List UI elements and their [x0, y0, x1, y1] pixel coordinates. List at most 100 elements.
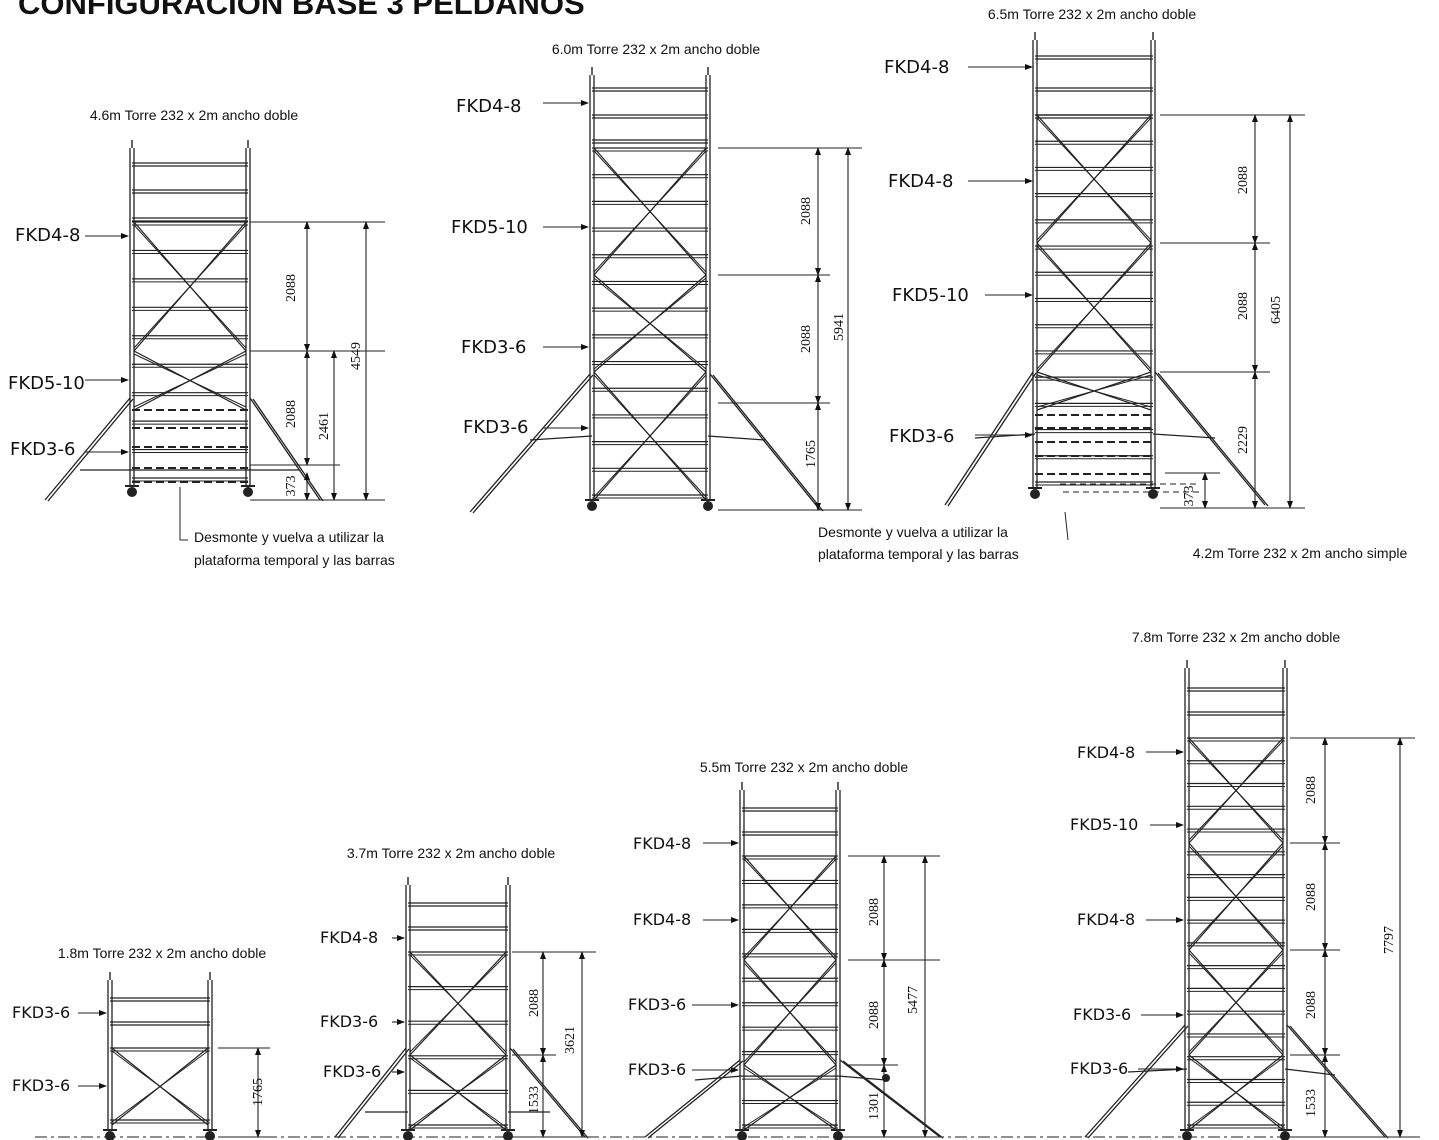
dimension-value: 1533	[1304, 1089, 1319, 1117]
part-label: FKD4-8	[888, 171, 953, 192]
stabiliser	[1286, 1024, 1386, 1138]
diagonal-brace	[593, 374, 707, 498]
diagonal-brace	[409, 954, 507, 1053]
dimension-value: 4549	[349, 342, 364, 370]
note-line: Desmonte y vuelva a utilizar la	[818, 524, 1008, 540]
part-label: FKD5-10	[451, 217, 528, 238]
stabiliser	[709, 373, 821, 511]
stabiliser-tie	[1152, 433, 1216, 439]
castor-wheel	[127, 487, 137, 497]
note-line: Desmonte y vuelva a utilizar la	[194, 529, 384, 545]
diagonal-brace	[409, 1057, 507, 1128]
part-label: FKD3-6	[323, 1062, 381, 1081]
part-label: FKD3-6	[12, 1076, 70, 1095]
stabiliser	[712, 374, 824, 512]
castor-wheel	[833, 1131, 843, 1140]
part-label: FKD4-8	[15, 225, 80, 246]
stabiliser	[509, 1047, 586, 1138]
tower-caption: 4.2m Torre 232 x 2m ancho simple	[1193, 545, 1408, 561]
dimension-value: 2088	[799, 197, 814, 225]
tower-caption: 6.5m Torre 232 x 2m ancho doble	[988, 6, 1197, 22]
castor-wheel	[243, 487, 253, 497]
part-label: FKD3-6	[10, 439, 75, 460]
note-line: plataforma temporal y las barras	[818, 546, 1019, 562]
part-label: FKD3-6	[628, 1060, 686, 1079]
dimension-value: 2461	[317, 412, 332, 440]
diagonal-brace	[743, 962, 837, 1063]
dimension-value: 6405	[1269, 296, 1284, 324]
stabiliser-tie	[837, 1075, 887, 1081]
tower-caption: 7.8m Torre 232 x 2m ancho doble	[1132, 629, 1341, 645]
part-label: FKD4-8	[884, 57, 949, 78]
diagonal-brace	[1036, 245, 1152, 370]
part-label: FKD5-10	[1070, 815, 1138, 834]
dimension-value: 2088	[1304, 991, 1319, 1019]
part-label: FKD3-6	[889, 426, 954, 447]
part-label: FKD3-6	[463, 417, 528, 438]
dimension-value: 2229	[1236, 426, 1251, 454]
stabiliser	[44, 397, 131, 501]
stabiliser	[334, 1047, 407, 1138]
stabiliser-tie	[707, 435, 766, 441]
pivot-point	[882, 1074, 890, 1082]
stabiliser	[647, 1060, 744, 1139]
tower-caption: 3.7m Torre 232 x 2m ancho doble	[347, 845, 556, 861]
diagonal-brace	[1188, 952, 1284, 1053]
dimension-value: 1533	[527, 1086, 542, 1114]
castor-wheel	[1182, 1131, 1192, 1140]
part-label: FKD3-6	[628, 995, 686, 1014]
dimension-value: 2088	[1236, 292, 1251, 320]
diagonal-brace	[1188, 845, 1284, 948]
castor-wheel	[205, 1131, 215, 1140]
tower-caption: 6.0m Torre 232 x 2m ancho doble	[552, 41, 761, 57]
diagonal-brace	[743, 1067, 837, 1128]
stabiliser	[47, 398, 134, 502]
page-title: CONFIGURACION BASE 3 PELDAÑOS	[18, 0, 585, 21]
diagonal-brace	[111, 1050, 209, 1123]
stabiliser	[1084, 1024, 1186, 1138]
tower-caption: 5.5m Torre 232 x 2m ancho doble	[700, 759, 909, 775]
tower-caption: 4.6m Torre 232 x 2m ancho doble	[90, 107, 299, 123]
dimension-value: 2088	[867, 898, 882, 926]
castor-wheel	[403, 1131, 413, 1140]
castor-wheel	[587, 501, 597, 511]
part-label: FKD4-8	[1077, 910, 1135, 929]
part-label: FKD4-8	[1077, 743, 1135, 762]
dimension-value: 2088	[1304, 776, 1319, 804]
stabiliser	[1087, 1025, 1189, 1139]
part-label: FKD3-6	[320, 1012, 378, 1031]
dimension-value: 373	[1182, 486, 1197, 507]
dimension-value: 2088	[867, 1001, 882, 1029]
castor-wheel	[105, 1131, 115, 1140]
dimension-value: 1301	[867, 1092, 882, 1120]
diagonal-brace	[593, 277, 707, 370]
castor-wheel	[503, 1131, 513, 1140]
part-label: FKD4-8	[633, 910, 691, 929]
stabiliser	[512, 1048, 589, 1139]
note-line: plataforma temporal y las barras	[194, 552, 395, 568]
castor-wheel	[1030, 489, 1040, 499]
dimension-value: 2088	[284, 400, 299, 428]
diagonal-brace	[133, 224, 247, 349]
dimension-value: 2088	[284, 274, 299, 302]
dimension-value: 373	[284, 476, 299, 497]
stabiliser	[1157, 372, 1269, 507]
tower-caption: 1.8m Torre 232 x 2m ancho doble	[58, 945, 267, 961]
dimension-value: 2088	[527, 989, 542, 1017]
dimension-value: 1765	[251, 1078, 266, 1106]
dimension-value: 2088	[1236, 166, 1251, 194]
stabiliser	[1154, 371, 1266, 506]
diagonal-brace	[1188, 1057, 1284, 1128]
dimension-value: 7797	[1382, 926, 1397, 954]
castor-wheel	[703, 501, 713, 511]
stabiliser	[947, 372, 1037, 507]
diagonal-brace	[1188, 740, 1284, 841]
castor-wheel	[1280, 1131, 1290, 1140]
stabiliser	[1289, 1025, 1389, 1139]
stabiliser	[469, 373, 591, 513]
stabiliser	[644, 1059, 741, 1138]
part-label: FKD3-6	[1070, 1059, 1128, 1078]
leader-line	[1064, 511, 1069, 541]
stabiliser	[252, 398, 324, 502]
